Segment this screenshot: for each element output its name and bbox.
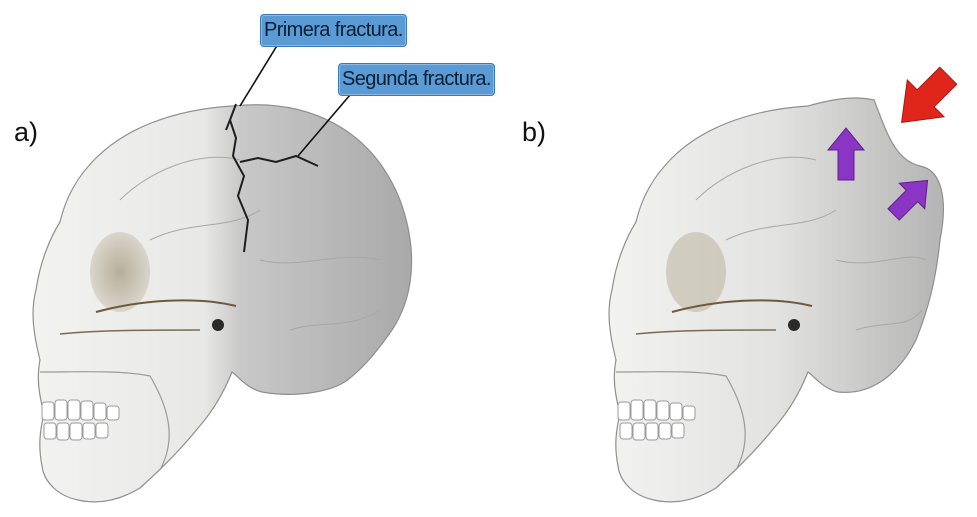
ear-canal: [788, 319, 800, 331]
callout-pointer-primera: [240, 44, 278, 106]
callout-first-fracture: Primera fractura.: [260, 14, 407, 47]
red-arrow-icon: [883, 57, 966, 140]
skull-diagram-b: [576, 0, 976, 517]
eye-socket: [666, 232, 726, 312]
callout-second-fracture: Segunda fractura.: [338, 63, 495, 96]
eye-socket: [90, 232, 150, 312]
panel-label-b: b): [522, 119, 546, 146]
ear-canal: [212, 319, 224, 331]
